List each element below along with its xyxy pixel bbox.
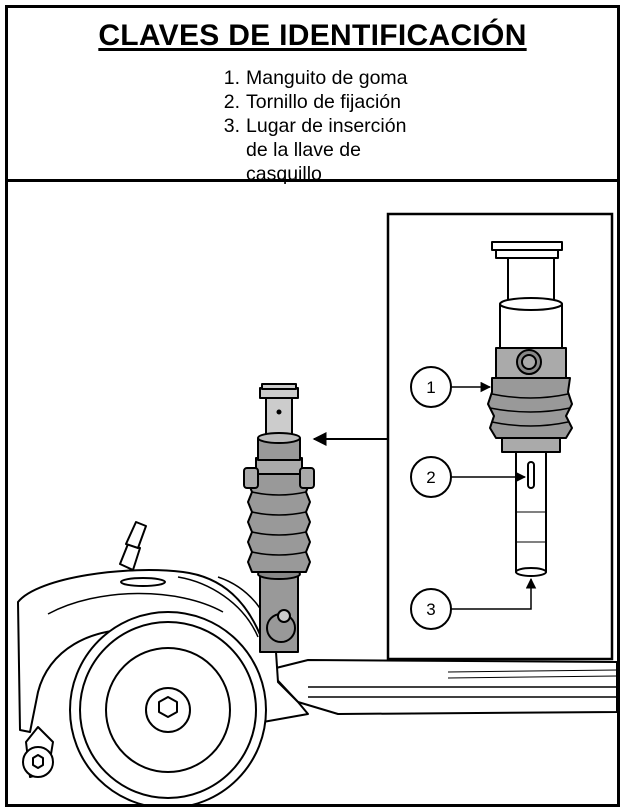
key-item-number: 2.	[223, 91, 240, 113]
key-list: 1. Manguito de goma 2. Tornillo de fijac…	[213, 66, 426, 186]
identification-key-box: CLAVES DE IDENTIFICACIÓN 1. Manguito de …	[8, 8, 617, 185]
key-item-3: 3. Lugar de inserción de la llave de cas…	[213, 114, 426, 186]
key-item-1: 1. Manguito de goma	[213, 66, 426, 90]
callout-2: 2	[410, 456, 527, 498]
key-title: CLAVES DE IDENTIFICACIÓN	[98, 19, 527, 52]
key-item-number: 3.	[223, 115, 240, 137]
illustration-svg: 1 2 3	[17, 212, 617, 804]
key-item-number: 1.	[223, 67, 240, 89]
callout-3: 3	[410, 577, 537, 630]
key-item-text: Manguito de goma	[246, 67, 408, 89]
lock-pin-ring	[266, 609, 296, 643]
scooter-base	[17, 521, 617, 804]
key-item-2: 2. Tornillo de fijación	[213, 90, 426, 114]
callout-1-label: 1	[426, 378, 435, 397]
key-item-text: Tornillo de fijación	[246, 91, 402, 113]
callout-3-label: 3	[426, 600, 435, 619]
key-item-text: Lugar de inserción de la llave de casqui…	[246, 115, 407, 185]
seat-post-main	[243, 383, 315, 653]
figure-frame: CLAVES DE IDENTIFICACIÓN 1. Manguito de …	[5, 5, 620, 807]
callout-2-label: 2	[426, 468, 435, 487]
callout-1: 1	[410, 366, 492, 408]
seat-post-illustration: 1 2 3	[8, 182, 617, 804]
